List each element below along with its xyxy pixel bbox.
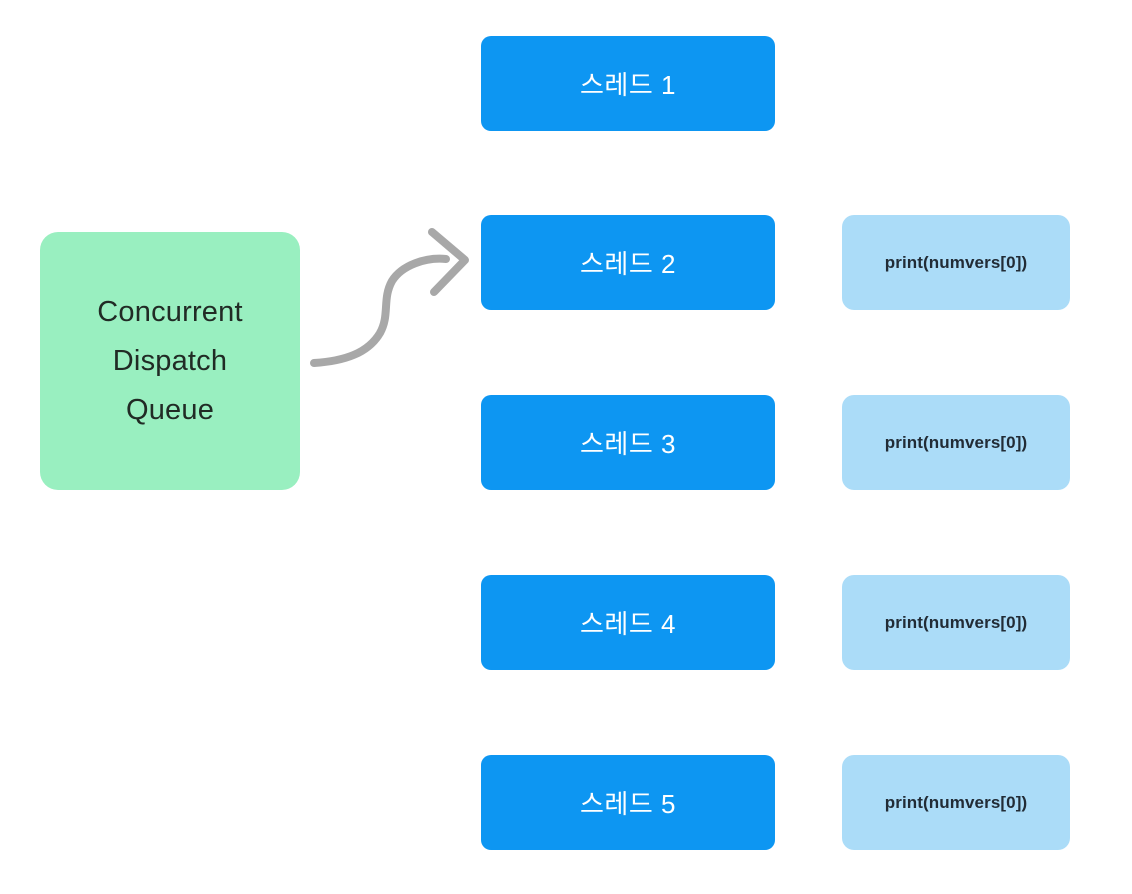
thread-node-1: 스레드 1 xyxy=(481,36,775,131)
thread-node-2: 스레드 2 xyxy=(481,215,775,310)
task-node-3: print(numvers[0]) xyxy=(842,395,1070,490)
task-node-2: print(numvers[0]) xyxy=(842,215,1070,310)
task-node-5: print(numvers[0]) xyxy=(842,755,1070,850)
thread-node-3: 스레드 3 xyxy=(481,395,775,490)
thread-label-1: 스레드 1 xyxy=(580,70,676,100)
queue-node: Concurrent Dispatch Queue xyxy=(40,232,300,490)
thread-label-4: 스레드 4 xyxy=(580,609,676,639)
queue-label-line1: Concurrent xyxy=(97,295,243,328)
thread-label-3: 스레드 3 xyxy=(580,429,676,459)
queue-label-line2: Dispatch xyxy=(112,344,228,377)
task-label-4: print(numvers[0]) xyxy=(884,612,1028,632)
queue-label-line3: Queue xyxy=(125,393,215,426)
thread-label-5: 스레드 5 xyxy=(580,789,676,819)
task-label-5: print(numvers[0]) xyxy=(884,792,1028,812)
thread-label-2: 스레드 2 xyxy=(580,249,676,279)
task-node-4: print(numvers[0]) xyxy=(842,575,1070,670)
thread-node-4: 스레드 4 xyxy=(481,575,775,670)
thread-node-5: 스레드 5 xyxy=(481,755,775,850)
task-label-2: print(numvers[0]) xyxy=(884,252,1028,272)
dispatch-arrow-icon xyxy=(310,228,469,367)
task-label-3: print(numvers[0]) xyxy=(884,432,1028,452)
